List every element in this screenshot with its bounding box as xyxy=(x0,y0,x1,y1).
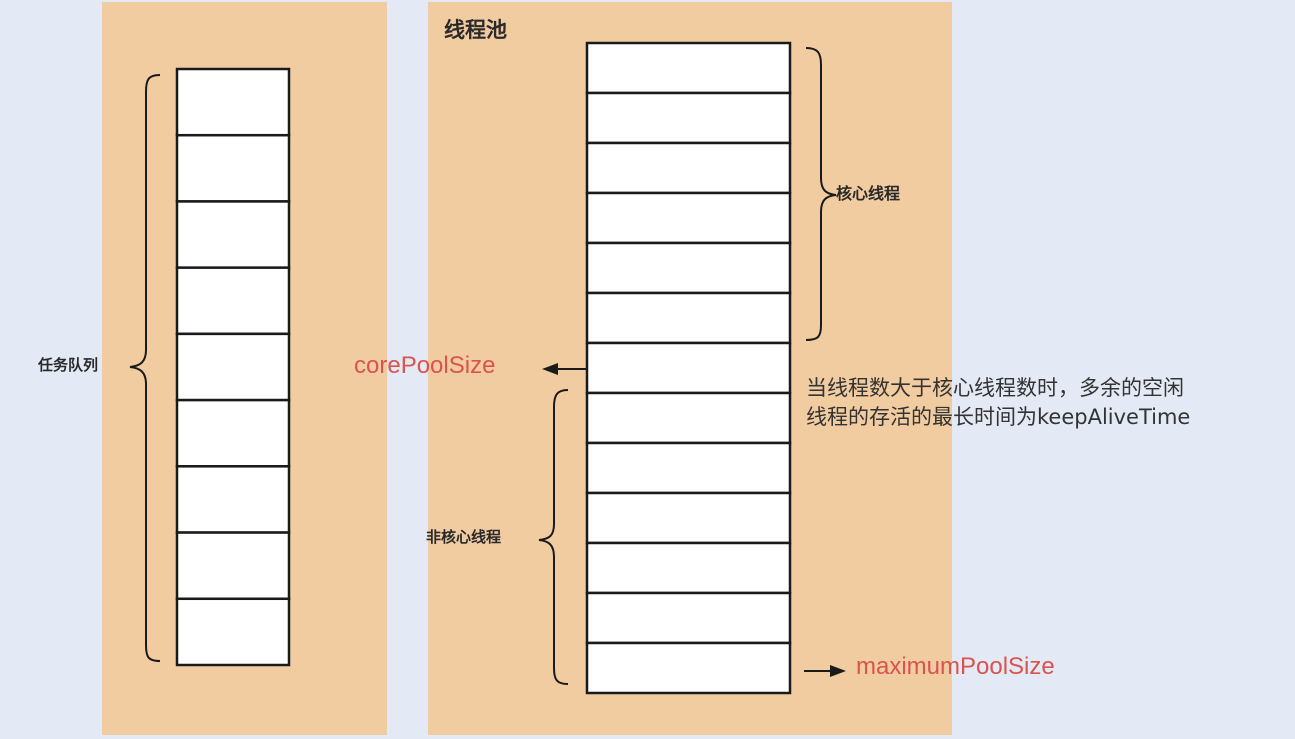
task-queue-cell xyxy=(175,67,291,137)
keep-alive-note: 当线程数大于核心线程数时，多余的空闲 线程的存活的最长时间为keepAliveT… xyxy=(806,376,1191,429)
thread-pool-cell xyxy=(585,91,792,145)
non-core-threads-label: 非核心线程 xyxy=(426,528,502,546)
thread-pool-cell xyxy=(585,441,792,495)
thread-pool-cell xyxy=(585,141,792,195)
maximum-pool-size-label: maximumPoolSize xyxy=(856,653,1055,680)
task-queue-cell xyxy=(175,332,291,402)
non-core-threads-brace xyxy=(538,389,569,685)
thread-pool-cell xyxy=(585,591,792,645)
task-queue-brace xyxy=(129,74,161,662)
thread-pool-cell xyxy=(585,641,792,695)
core-threads-brace xyxy=(805,47,837,341)
task-queue-cell xyxy=(175,200,291,269)
thread-pool-cell xyxy=(585,391,792,445)
thread-pool-cells xyxy=(585,41,792,695)
task-queue-cell xyxy=(175,597,291,667)
task-queue-cell xyxy=(175,465,291,534)
task-queue-label: 任务队列 xyxy=(38,356,99,374)
thread-pool-cell xyxy=(585,291,792,345)
thread-pool-cell xyxy=(585,341,792,395)
task-queue-cells xyxy=(175,67,291,667)
task-queue-cell xyxy=(175,133,291,203)
task-queue-cell xyxy=(175,266,291,336)
thread-pool-cell xyxy=(585,541,792,595)
task-queue-cell xyxy=(175,531,291,601)
thread-pool-cell xyxy=(585,41,792,95)
core-threads-label: 核心线程 xyxy=(836,184,901,203)
core-pool-size-label: corePoolSize xyxy=(354,352,496,379)
thread-pool-title: 线程池 xyxy=(444,18,507,42)
thread-pool-cell xyxy=(585,491,792,545)
thread-pool-cell xyxy=(585,241,792,295)
thread-pool-cell xyxy=(585,191,792,245)
maximum-pool-size-arrowhead xyxy=(830,665,846,677)
core-pool-size-arrowhead xyxy=(542,363,558,375)
task-queue-cell xyxy=(175,398,291,468)
